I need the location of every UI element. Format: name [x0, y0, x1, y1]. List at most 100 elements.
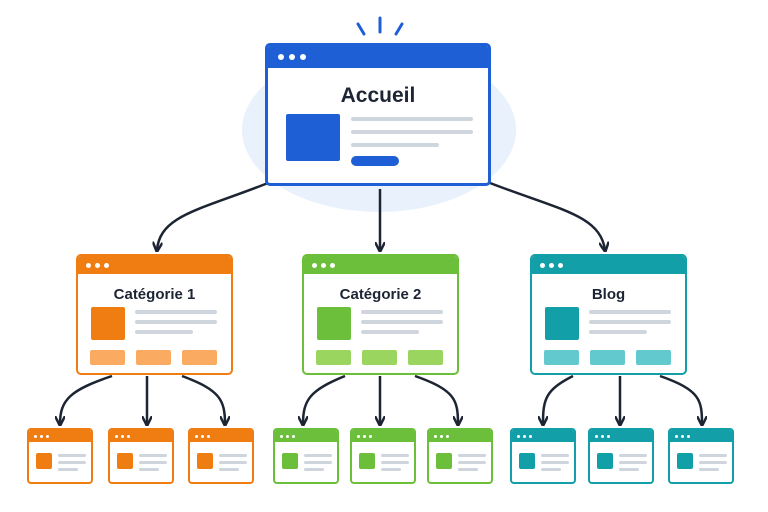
window-dot-icon — [434, 434, 437, 438]
text-line — [458, 454, 486, 457]
image-placeholder-icon — [91, 307, 125, 340]
text-line — [381, 461, 409, 464]
arrow-root-to-categorie1 — [157, 181, 269, 250]
text-line — [458, 468, 478, 471]
text-line — [58, 468, 78, 471]
window-dot-icon — [127, 434, 130, 438]
categorie-1-page-window: Catégorie 1 — [76, 254, 233, 375]
page-title: Catégorie 1 — [113, 286, 196, 303]
text-line — [304, 454, 332, 457]
arrow-categorie2-leaf-1 — [303, 374, 346, 424]
categorie1-subpage-window — [188, 428, 254, 484]
button-placeholder — [182, 350, 217, 365]
text-line — [361, 320, 443, 324]
image-placeholder-icon — [545, 307, 579, 340]
window-dot-icon — [363, 434, 366, 438]
image-placeholder-icon — [359, 453, 375, 469]
button-placeholder — [408, 350, 443, 365]
button-placeholder — [90, 350, 125, 365]
text-line — [361, 310, 443, 314]
window-dot-icon — [280, 434, 283, 438]
image-placeholder-icon — [282, 453, 298, 469]
text-line — [699, 461, 727, 464]
window-dot-icon — [40, 434, 43, 438]
window-dot-icon — [681, 434, 684, 438]
categorie2-subpage-window — [350, 428, 416, 484]
window-titlebar — [29, 430, 91, 442]
blog-subpage-window — [510, 428, 576, 484]
image-placeholder-icon — [286, 114, 340, 161]
button-placeholder — [362, 350, 397, 365]
text-line — [139, 461, 167, 464]
window-dot-icon — [207, 434, 210, 438]
image-placeholder-icon — [317, 307, 351, 340]
text-line — [351, 117, 473, 121]
window-dot-icon — [330, 262, 335, 268]
text-line — [589, 310, 671, 314]
text-line — [135, 320, 217, 324]
blog-subpage-window — [588, 428, 654, 484]
window-titlebar — [590, 430, 652, 442]
accueil-page-window: Accueil — [265, 43, 491, 186]
text-line — [699, 454, 727, 457]
button-placeholder — [590, 350, 625, 365]
window-dot-icon — [86, 262, 91, 268]
text-line — [219, 468, 239, 471]
window-dot-icon — [115, 434, 118, 438]
arrow-categorie1-leaf-1 — [60, 374, 113, 424]
window-titlebar — [670, 430, 732, 442]
text-line — [219, 454, 247, 457]
window-titlebar — [78, 256, 231, 274]
window-dot-icon — [446, 434, 449, 438]
window-dot-icon — [286, 434, 289, 438]
window-dot-icon — [369, 434, 372, 438]
blog-page-window: Blog — [530, 254, 687, 375]
window-dot-icon — [595, 434, 598, 438]
page-title: Accueil — [340, 84, 416, 107]
window-dot-icon — [687, 434, 690, 438]
arrow-blog-leaf-3 — [659, 374, 702, 424]
window-dot-icon — [201, 434, 204, 438]
blog-subpage-window — [668, 428, 734, 484]
page-title: Blog — [591, 286, 626, 303]
text-line — [219, 461, 247, 464]
arrow-categorie2-leaf-3 — [414, 374, 458, 424]
text-line — [381, 454, 409, 457]
window-dot-icon — [517, 434, 520, 438]
window-dot-icon — [558, 262, 563, 268]
spark-icon — [356, 16, 404, 36]
image-placeholder-icon — [436, 453, 452, 469]
window-titlebar — [532, 256, 685, 274]
window-dot-icon — [607, 434, 610, 438]
text-line — [699, 468, 719, 471]
categorie2-subpage-window — [427, 428, 493, 484]
text-line — [139, 454, 167, 457]
button-placeholder — [136, 350, 171, 365]
image-placeholder-icon — [677, 453, 693, 469]
text-line — [589, 330, 647, 334]
window-dot-icon — [321, 262, 326, 268]
window-titlebar — [304, 256, 457, 274]
window-dot-icon — [675, 434, 678, 438]
window-dot-icon — [440, 434, 443, 438]
window-titlebar — [190, 430, 252, 442]
text-line — [541, 454, 569, 457]
arrow-root-to-blog — [489, 181, 605, 250]
text-line — [58, 461, 86, 464]
categorie1-subpage-window — [108, 428, 174, 484]
page-title: Catégorie 2 — [339, 286, 422, 303]
text-line — [589, 320, 671, 324]
window-dot-icon — [601, 434, 604, 438]
window-dot-icon — [357, 434, 360, 438]
window-titlebar — [429, 430, 491, 442]
text-line — [541, 461, 569, 464]
window-dot-icon — [312, 262, 317, 268]
text-line — [139, 468, 159, 471]
text-line — [458, 461, 486, 464]
text-line — [304, 468, 324, 471]
window-dot-icon — [104, 262, 109, 268]
text-line — [381, 468, 401, 471]
categorie2-subpage-window — [273, 428, 339, 484]
